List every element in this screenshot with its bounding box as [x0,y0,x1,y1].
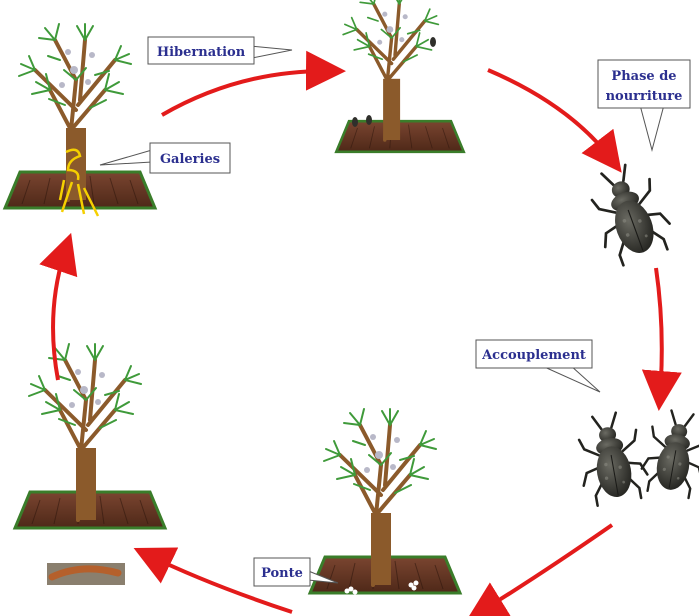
label-feeding-line2: nourriture [606,89,683,104]
olive-tree [343,0,438,140]
label-feeding-line1: Phase de [611,69,676,84]
callout-feeding: Phase de nourriture [598,60,690,150]
feeding-beetle [581,158,677,269]
tree-larva [15,344,165,528]
arrow-to-hibernation [162,71,330,115]
tree-with-galleries [5,24,155,216]
arrow-to-feeding [488,70,612,160]
label-laying: Ponte [261,566,303,581]
arrow-to-laying [480,525,612,612]
arrow-to-mating [656,268,662,395]
callout-mating: Accouplement [476,340,600,392]
tree-hibernation [336,0,464,152]
mating-beetles [572,407,699,507]
callout-hibernation: Hibernation [148,37,292,64]
larva-image [47,563,125,585]
callout-galleries: Galeries [100,143,230,173]
label-mating: Accouplement [481,348,586,363]
label-hibernation: Hibernation [157,45,246,60]
label-galleries: Galeries [160,152,220,167]
tree-egg-laying [310,409,460,604]
